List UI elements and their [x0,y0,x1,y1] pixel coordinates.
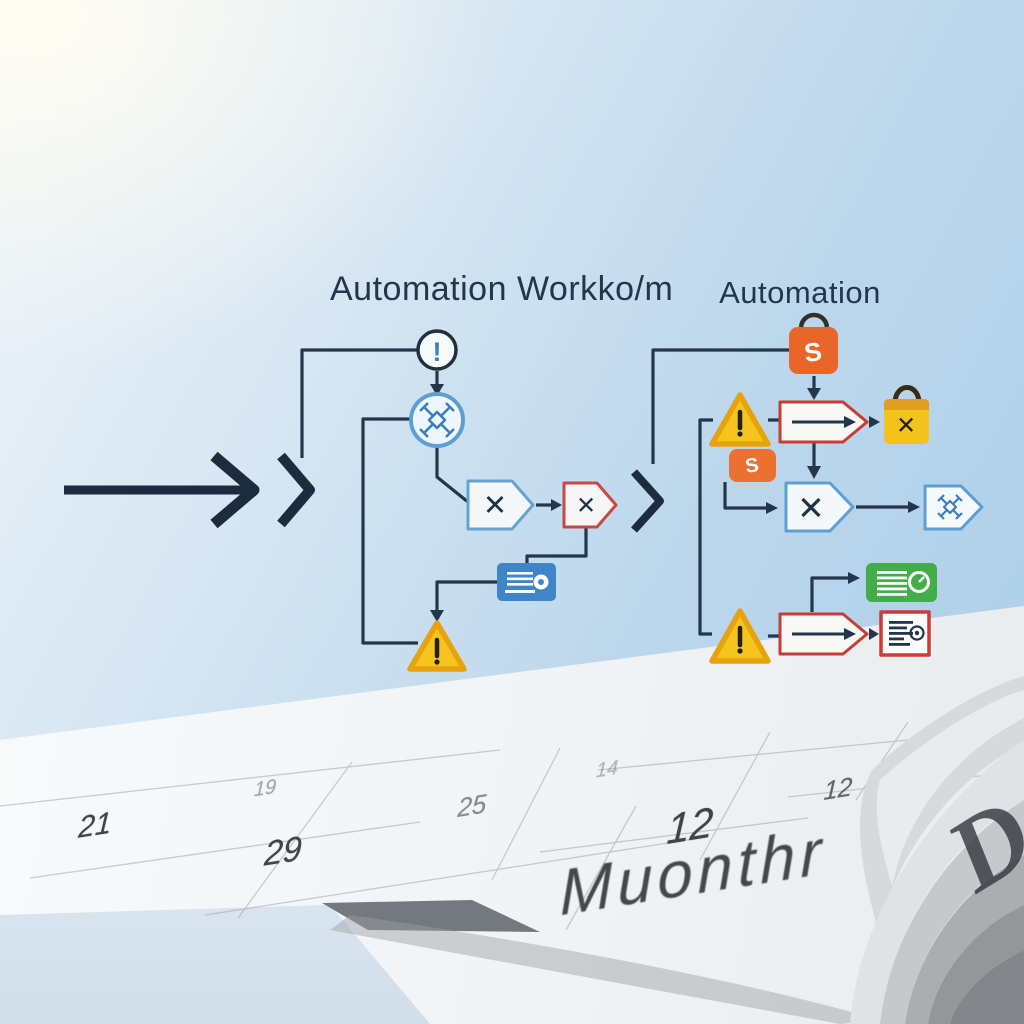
warning-triangle-icon [709,392,771,447]
arrow-task-node [778,612,869,656]
cross-icon: ✕ [797,490,825,527]
cross-icon: ✕ [483,490,507,522]
task-node-red: ✕ [562,481,618,529]
page-stack-band [880,800,1024,1024]
crossed-gateway-icon [419,402,455,438]
report-red-node [879,610,931,657]
start-node: ! [416,329,458,371]
task-node-blue: ✕ [784,481,855,533]
workflow-left: ! ✕ [64,329,618,672]
workflow-right: S ✕ S [631,312,984,664]
page-stack-band [850,740,1024,1024]
page-stack-band [928,905,1024,1024]
handle-icon [798,312,830,328]
document-lines-icon [505,572,549,593]
page-stack-band [905,855,1024,1024]
lead-arrow-icon [64,451,260,529]
curled-page-highlight [876,690,1024,886]
page-stack-band [950,950,1024,1024]
sync-box-node: S [729,449,776,482]
left-connectors [300,348,588,645]
sparkle-gateway-node [923,484,984,531]
calendar-grid-lines [0,721,1016,931]
workflow-title-right: Automation [719,275,881,310]
task-node-blue: ✕ [466,479,535,531]
document-task-node [497,563,556,601]
sync-icon: S [802,336,823,368]
left-arrowheads [430,384,562,622]
calendar-pad-edge [322,900,540,932]
bag-handle-icon [892,385,922,402]
cross-icon: ✕ [896,413,916,440]
document-lines-clock-icon [877,571,930,596]
chevron-icon [277,452,315,528]
cross-icon: ✕ [576,493,596,520]
exclamation-icon: ! [433,337,442,367]
warning-triangle-icon [407,620,467,672]
arrow-task-node [778,400,869,444]
report-green-node [866,563,937,602]
right-arrowheads [766,388,920,640]
sync-icon: S [744,454,760,478]
gateway-node [409,392,465,448]
pad-shadow [330,915,880,1024]
bag-cancel-node: ✕ [884,385,929,444]
chevron-icon [631,469,664,533]
document-lines-clock-icon [889,621,925,646]
warning-triangle-icon [709,608,771,664]
sparkle-icon [937,494,963,520]
sync-box-node: S [789,312,838,374]
workflow-title-left: Automation Workko/m [330,270,674,308]
right-connectors [651,348,909,638]
